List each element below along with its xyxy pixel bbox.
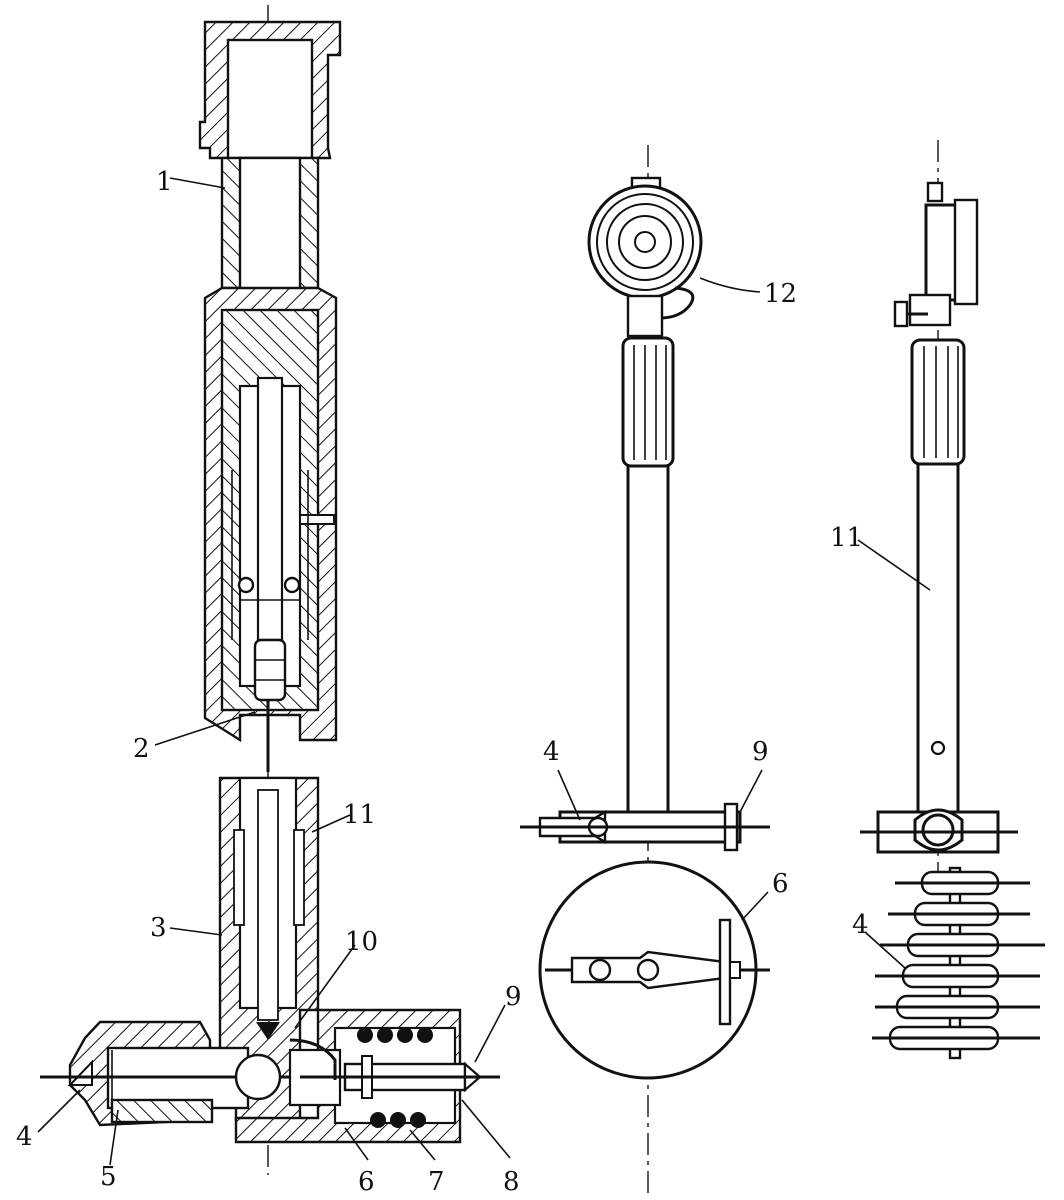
- side-view: [857, 140, 1045, 1060]
- rod-right: [916, 462, 960, 814]
- tube-1: [220, 156, 320, 388]
- callout-11-right: 11: [830, 523, 863, 553]
- leaders-left: [37, 177, 511, 1166]
- grip-middle: [621, 336, 675, 468]
- callout-9-middle: 9: [752, 737, 769, 767]
- detail-circle: [538, 860, 770, 1080]
- leaders-middle: [557, 277, 769, 921]
- callout-3: 3: [150, 913, 167, 943]
- callout-6-left: 6: [358, 1167, 375, 1197]
- handle-sleeve: [203, 286, 338, 743]
- callout-4-right: 4: [852, 910, 869, 940]
- callout-12: 12: [764, 279, 797, 309]
- callout-4-middle: 4: [543, 737, 560, 767]
- anvil-6: [872, 1025, 1040, 1051]
- callout-10: 10: [345, 927, 378, 957]
- top-cap: [198, 20, 342, 160]
- anvil-set: [872, 866, 1045, 1060]
- callout-11-left: 11: [343, 800, 376, 830]
- measuring-arm-left: [40, 1020, 300, 1127]
- anvil-4: [875, 963, 1040, 989]
- dial-indicator-12: [587, 176, 703, 338]
- anvil-1: [895, 870, 1030, 896]
- front-view: [520, 145, 770, 1195]
- rod-middle: [626, 464, 670, 814]
- callout-4-left: 4: [16, 1122, 33, 1152]
- callout-8: 8: [503, 1167, 520, 1197]
- callout-7: 7: [428, 1167, 445, 1197]
- callout-9-left: 9: [505, 982, 522, 1012]
- callout-6-middle: 6: [772, 869, 789, 899]
- leaders-right: [857, 539, 931, 969]
- measuring-arm-right: [234, 1008, 500, 1144]
- anvil-3: [880, 932, 1045, 958]
- anvil-2: [888, 901, 1030, 927]
- grip-right: [910, 338, 966, 466]
- callout-labels: 1 2 11 3 10 9 4 5 6 7 8 12 4 9 6 11 4: [16, 167, 869, 1197]
- callout-2: 2: [133, 734, 150, 764]
- sectional-view: [37, 5, 511, 1175]
- anvil-5: [875, 994, 1040, 1020]
- dial-stem-right: [926, 181, 944, 203]
- dial-side-right: [893, 198, 979, 328]
- callout-1: 1: [156, 167, 173, 197]
- t-head-right: [860, 808, 1018, 854]
- t-head-middle: [520, 802, 770, 852]
- callout-5: 5: [100, 1162, 117, 1192]
